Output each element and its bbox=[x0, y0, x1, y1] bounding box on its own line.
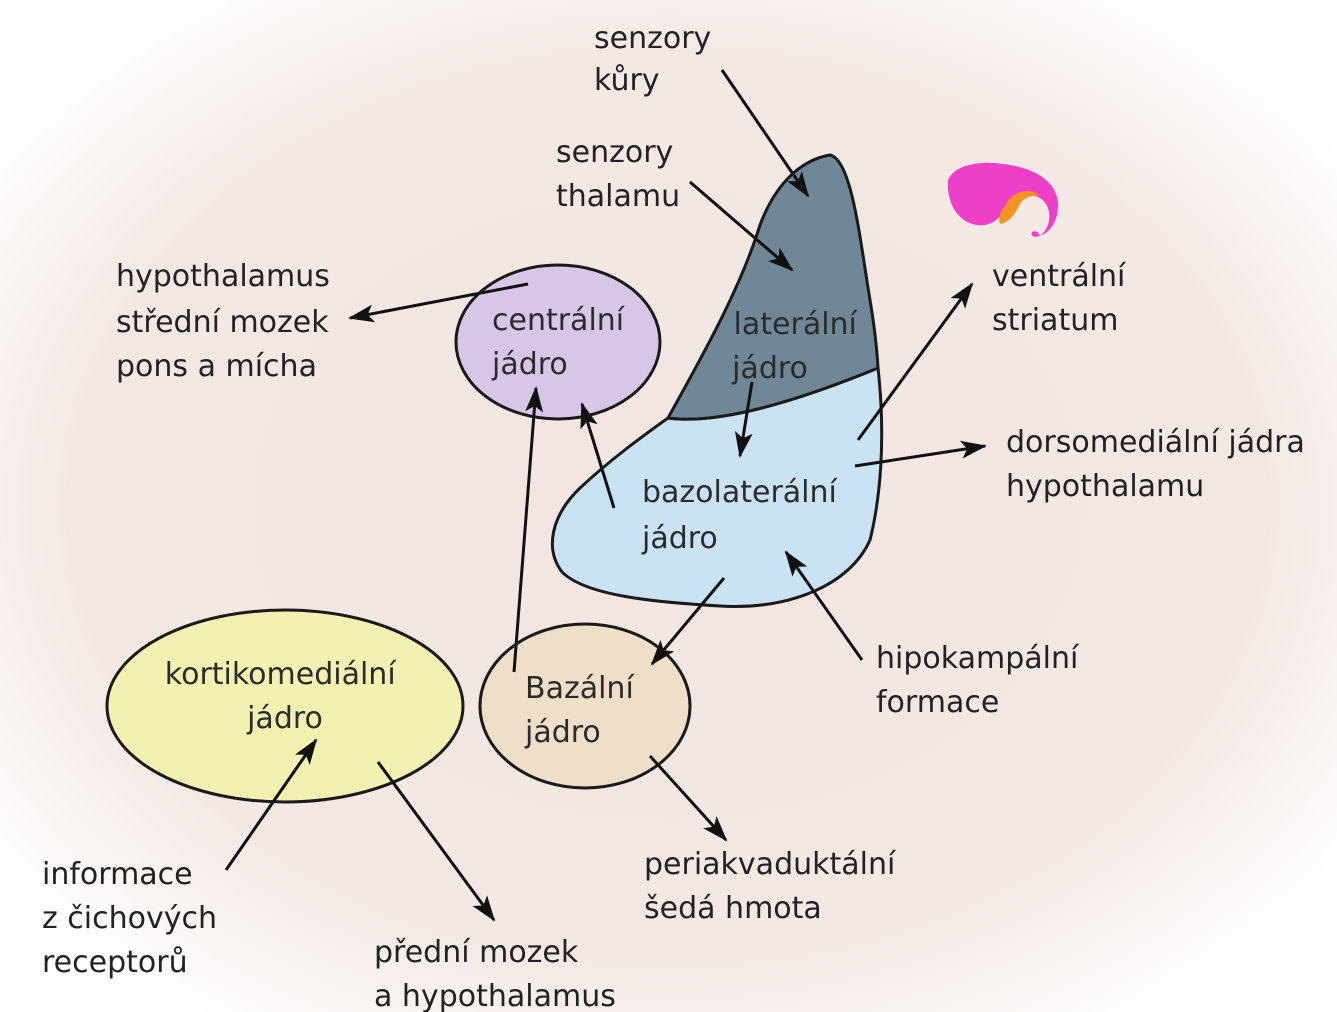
hypothalamus-label: hypothalamus střední mozek pons a mícha bbox=[116, 259, 339, 384]
central-nucleus-shape bbox=[456, 265, 660, 419]
